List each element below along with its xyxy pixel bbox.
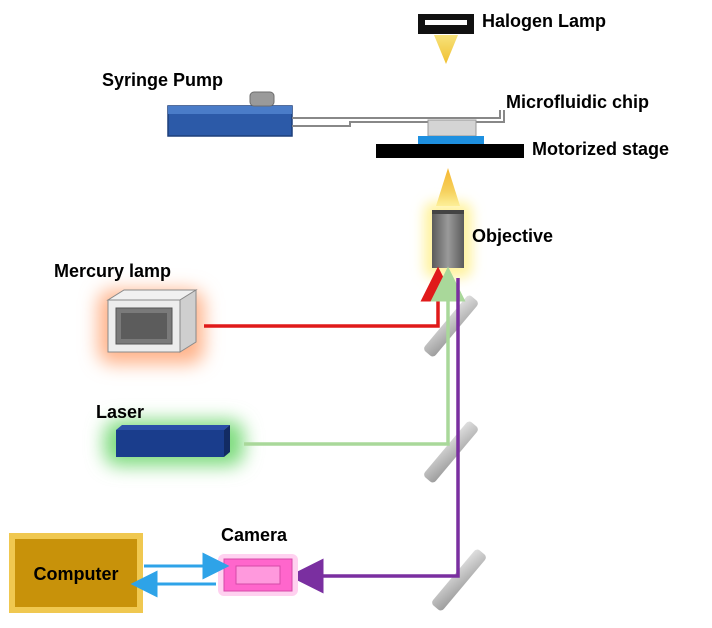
laser-icon [116, 425, 230, 457]
halogen-light-cone [434, 35, 458, 64]
mercury-lamp [98, 289, 204, 364]
laser-beam-green [244, 266, 466, 446]
objective [424, 202, 472, 278]
computer: Computer [9, 533, 143, 613]
mercury-lamp-label: Mercury lamp [54, 261, 171, 281]
laser-label: Laser [96, 402, 144, 422]
tubing [292, 110, 505, 127]
objective-label: Objective [472, 226, 553, 246]
excitation-beam-red [204, 266, 456, 328]
mirror-icon [424, 421, 478, 483]
objective-lens-icon [432, 210, 464, 268]
syringe-pump-label: Syringe Pump [102, 70, 223, 90]
mercury-lamp-icon [106, 289, 198, 353]
camera-label: Camera [221, 525, 288, 545]
mirror-icon [432, 549, 486, 611]
syringe-pump [167, 91, 293, 137]
halogen-lamp [418, 14, 474, 64]
camera [218, 554, 298, 596]
microfluidic-chip-label: Microfluidic chip [506, 92, 649, 112]
mirror-icon [424, 295, 478, 357]
objective-light-cone [436, 168, 460, 206]
laser [104, 420, 244, 466]
microfluidic-chip-icon [427, 119, 477, 137]
microfluidic-chip [418, 119, 484, 144]
stage-icon [376, 144, 524, 158]
motorized-stage-label: Motorized stage [532, 139, 669, 159]
computer-label: Computer [34, 564, 119, 584]
computer-icon [9, 533, 143, 613]
halogen-lamp-label: Halogen Lamp [482, 11, 606, 31]
emission-beam-purple [288, 278, 460, 594]
